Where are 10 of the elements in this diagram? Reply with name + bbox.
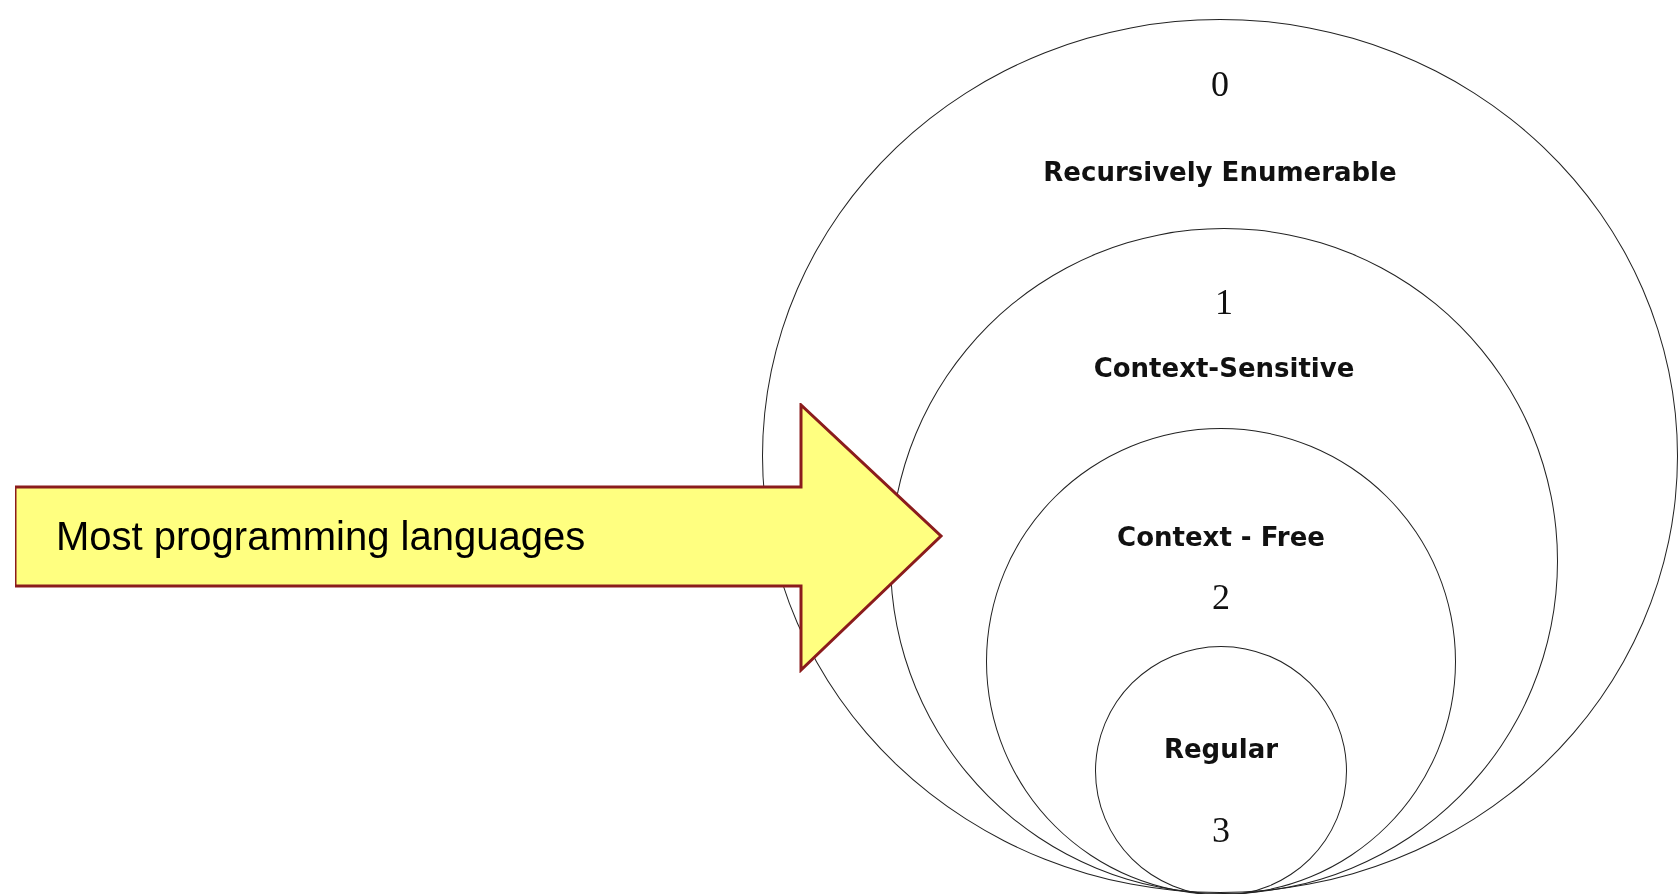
nested-circle [986,428,1456,894]
language-class-label: Context-Sensitive [1093,355,1355,381]
level-number: 3 [1212,812,1230,848]
level-number: 1 [1215,284,1233,320]
language-class-label: Regular [1163,736,1279,762]
level-number: 0 [1211,66,1229,102]
arrow-label: Most programming languages [56,516,586,556]
language-class-label: Recursively Enumerable [1043,159,1397,185]
level-number: 2 [1212,579,1230,615]
language-class-label: Context - Free [1117,524,1325,550]
